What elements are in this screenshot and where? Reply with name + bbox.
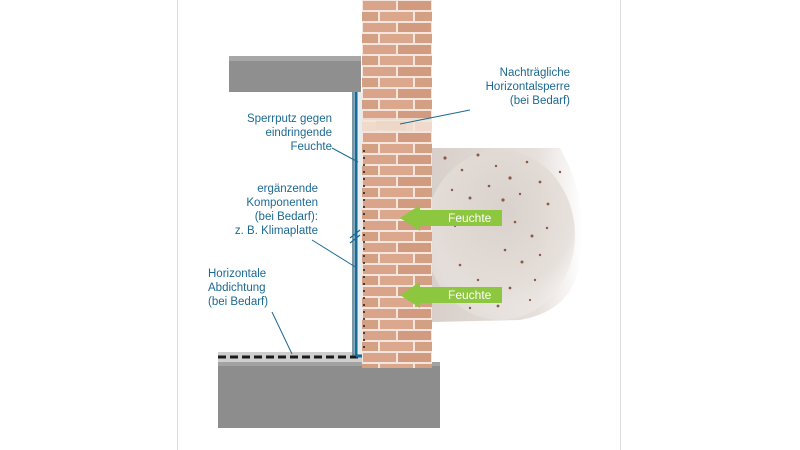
barrier-plaster (349, 92, 365, 358)
soil (425, 148, 583, 322)
panel-right-border (620, 0, 621, 450)
label-components: ergänzende Komponenten (bei Bedarf): z. … (208, 182, 318, 238)
label-horizontal-barrier-line3: (bei Bedarf) (509, 95, 570, 107)
label-components-line3: (bei Bedarf): (254, 211, 318, 223)
label-horizontal-barrier-line1: Nachträgliche (499, 67, 570, 79)
label-barrier-plaster-line1: Sperrputz gegen (246, 113, 332, 125)
moisture-arrow-2 (400, 282, 502, 308)
label-horizontal-seal-line1: Horizontale (208, 268, 267, 280)
brick-wall (362, 0, 432, 368)
panel-left-border (177, 0, 178, 450)
label-barrier-plaster-line3: Feuchte (290, 141, 332, 153)
label-horizontal-barrier: Nachträgliche Horizontalsperre (bei Beda… (470, 66, 570, 108)
label-horizontal-seal-line2: Abdichtung (208, 282, 266, 294)
floor-seal (218, 352, 362, 362)
label-barrier-plaster: Sperrputz gegen eindringende Feuchte (220, 112, 332, 154)
label-components-line1: ergänzende (257, 183, 318, 195)
moisture-arrow-1-label: Feuchte (448, 211, 492, 225)
label-components-line4: z. B. Klimaplatte (234, 225, 318, 237)
label-components-line2: Komponenten (246, 197, 318, 209)
upper-slab (229, 56, 361, 92)
moisture-arrow-1 (400, 205, 502, 231)
leader-lines (271, 109, 471, 355)
label-horizontal-barrier-line2: Horizontalsperre (485, 81, 570, 93)
moisture-arrow-2-label: Feuchte (448, 288, 492, 302)
label-horizontal-seal-line3: (bei Bedarf) (208, 296, 269, 308)
label-horizontal-seal: Horizontale Abdichtung (bei Bedarf) (208, 267, 298, 309)
foundation (218, 362, 440, 428)
label-barrier-plaster-line2: eindringende (265, 127, 332, 139)
